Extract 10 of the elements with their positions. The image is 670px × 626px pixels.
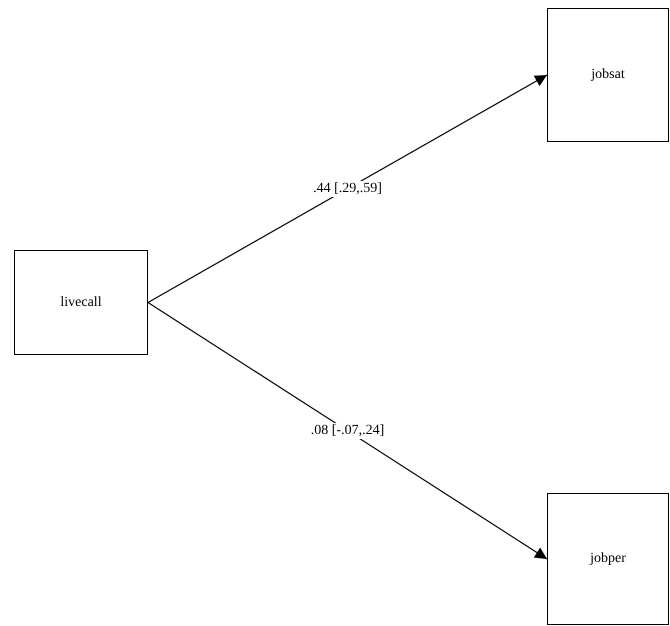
node-box bbox=[547, 8, 669, 142]
node-label: jobsat bbox=[591, 67, 625, 83]
arrow bbox=[148, 302, 548, 560]
arrow bbox=[148, 74, 548, 304]
edge-label: .44 [.29,.59] bbox=[311, 180, 384, 197]
node-label: jobper bbox=[590, 551, 626, 567]
node-label: livecall bbox=[60, 294, 102, 310]
node-box bbox=[14, 250, 148, 355]
node-box bbox=[547, 493, 669, 625]
edge-label: .08 [-.07,.24] bbox=[308, 422, 386, 439]
